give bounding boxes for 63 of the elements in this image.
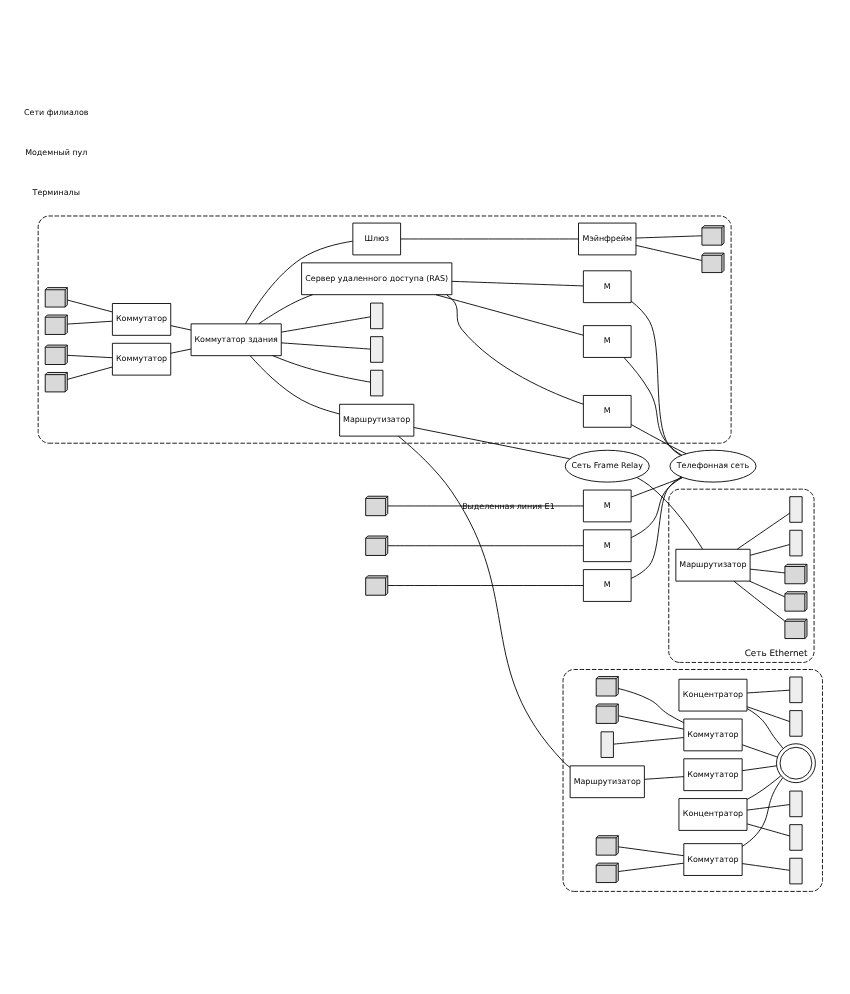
connector bbox=[749, 567, 786, 573]
connector bbox=[741, 776, 784, 846]
connector bbox=[635, 243, 703, 260]
connector bbox=[623, 356, 683, 455]
connector bbox=[617, 687, 685, 723]
connector bbox=[66, 298, 113, 312]
connector bbox=[746, 774, 782, 799]
node-server bbox=[789, 823, 803, 850]
connector bbox=[746, 705, 791, 721]
connector bbox=[387, 584, 584, 585]
connector bbox=[451, 279, 584, 286]
connector bbox=[630, 299, 681, 455]
connector bbox=[733, 579, 786, 621]
connector bbox=[170, 347, 192, 353]
connector bbox=[613, 736, 685, 744]
connector bbox=[387, 544, 584, 546]
connector bbox=[398, 434, 571, 767]
connector bbox=[630, 476, 683, 537]
connector bbox=[435, 293, 584, 335]
connector bbox=[736, 511, 791, 549]
connector bbox=[746, 688, 791, 693]
connector bbox=[413, 426, 570, 459]
connector bbox=[741, 743, 778, 757]
connector bbox=[618, 714, 685, 729]
connector bbox=[630, 423, 687, 454]
node-server bbox=[789, 789, 803, 817]
connector bbox=[644, 775, 685, 779]
connector bbox=[280, 341, 371, 349]
connector bbox=[245, 239, 353, 324]
connector bbox=[746, 822, 791, 836]
connector bbox=[400, 237, 579, 239]
node-server bbox=[789, 528, 803, 556]
connector bbox=[635, 234, 703, 238]
node-server bbox=[370, 301, 384, 329]
connector bbox=[272, 354, 371, 382]
connector bbox=[618, 845, 685, 856]
cluster bbox=[562, 668, 823, 891]
connector bbox=[249, 354, 340, 414]
connector bbox=[446, 293, 584, 404]
connector bbox=[749, 543, 790, 555]
connector bbox=[170, 324, 192, 330]
cluster bbox=[37, 214, 732, 443]
connector bbox=[387, 504, 584, 506]
connector bbox=[636, 476, 704, 549]
connector bbox=[630, 475, 682, 578]
connector bbox=[741, 764, 777, 771]
node-server bbox=[789, 856, 803, 884]
connector bbox=[280, 315, 371, 332]
node-server bbox=[789, 495, 803, 522]
node-server bbox=[370, 368, 384, 396]
node-server bbox=[370, 335, 384, 362]
node-server bbox=[600, 730, 614, 757]
connector bbox=[618, 861, 685, 871]
connector bbox=[749, 579, 786, 597]
connector bbox=[746, 803, 791, 810]
connector bbox=[258, 293, 314, 324]
connector bbox=[746, 707, 784, 748]
node-server bbox=[789, 709, 803, 736]
connector bbox=[741, 862, 790, 870]
connector bbox=[66, 365, 113, 379]
connector bbox=[66, 353, 113, 358]
connector bbox=[66, 319, 113, 324]
node-server bbox=[789, 675, 803, 703]
